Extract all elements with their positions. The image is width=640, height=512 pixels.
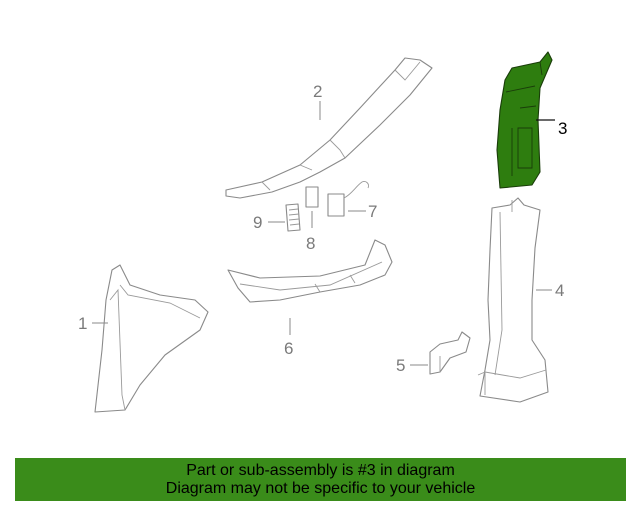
- callout-6[interactable]: 6: [284, 339, 293, 358]
- callout-5[interactable]: 5: [396, 356, 405, 375]
- parts-diagram: 2 3 4 5 6 7 8 9 1: [78, 51, 567, 413]
- part-7-connector[interactable]: [327, 181, 369, 217]
- part-8-clip[interactable]: [305, 186, 319, 208]
- callout-8[interactable]: 8: [306, 234, 315, 253]
- callout-9[interactable]: 9: [253, 213, 262, 232]
- part-9-grille[interactable]: [285, 203, 301, 232]
- part-4-lower-pillar-trim[interactable]: [477, 197, 549, 403]
- part-3-pillar-trim-highlighted[interactable]: [496, 51, 553, 189]
- part-1-lower-a-pillar-trim[interactable]: [94, 264, 209, 413]
- banner-line-2: Diagram may not be specific to your vehi…: [165, 480, 476, 497]
- info-banner: Part or sub-assembly is #3 in diagram Di…: [15, 458, 626, 501]
- part-6-sill-plate[interactable]: [227, 239, 393, 303]
- callout-2[interactable]: 2: [313, 82, 322, 101]
- callout-4[interactable]: 4: [555, 281, 564, 300]
- part-5-bracket[interactable]: [429, 331, 471, 375]
- part-2-upper-trim[interactable]: [225, 57, 433, 199]
- callout-1[interactable]: 1: [78, 314, 87, 333]
- banner-line-1: Part or sub-assembly is #3 in diagram: [186, 462, 455, 479]
- callout-7[interactable]: 7: [368, 202, 377, 221]
- callout-3[interactable]: 3: [558, 119, 567, 138]
